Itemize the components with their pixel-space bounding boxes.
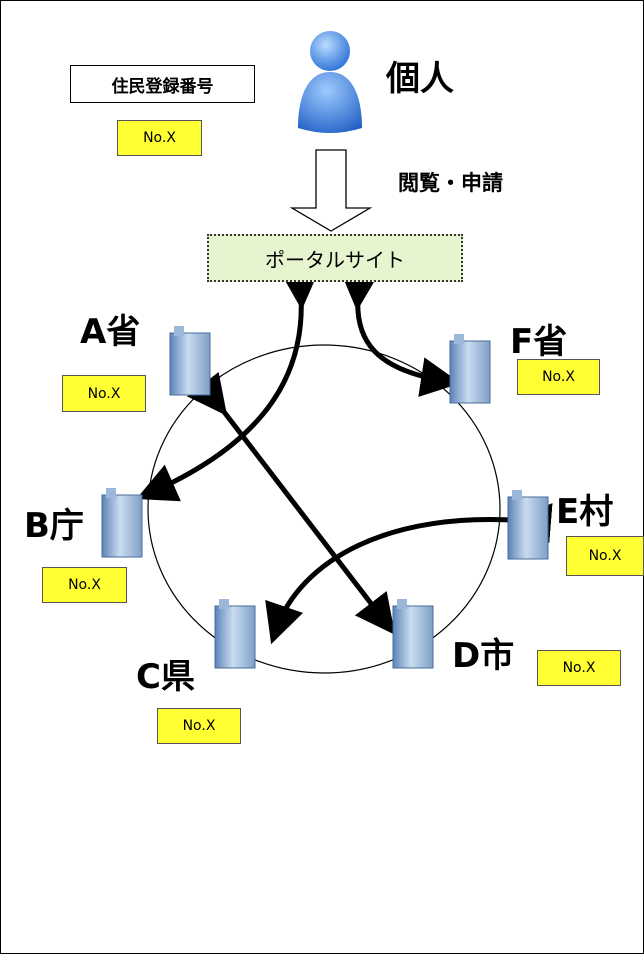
agency-c-label: C県 xyxy=(136,656,195,697)
agency-d-label: D市 xyxy=(452,635,515,676)
agency-c-id: No.X xyxy=(157,708,241,744)
agency-e-id: No.X xyxy=(566,536,644,576)
hollow-down-arrow xyxy=(289,149,373,232)
resident-id-value: No.X xyxy=(117,120,202,156)
agency-d-id: No.X xyxy=(537,650,621,686)
building-icon-c xyxy=(214,599,256,669)
agency-f-label: F省 xyxy=(510,321,568,362)
agency-b-id: No.X xyxy=(42,567,127,603)
building-icon-f xyxy=(449,334,491,404)
building-icon-e xyxy=(507,490,549,560)
arrow-e-c xyxy=(265,503,553,645)
arrow-portal-f xyxy=(339,269,461,397)
person-icon xyxy=(298,31,362,133)
agency-e-label: E村 xyxy=(556,491,614,532)
individual-label: 個人 xyxy=(386,58,454,99)
resident-id-label: 住民登録番号 xyxy=(70,65,255,103)
agency-b-label: B庁 xyxy=(24,505,84,546)
agency-a-id: No.X xyxy=(62,375,146,412)
arrow-a-d xyxy=(186,371,396,635)
portal-site-box[interactable]: ポータルサイト xyxy=(207,234,463,282)
agency-f-id: No.X xyxy=(517,359,600,395)
building-icon-a xyxy=(169,326,211,396)
connection-arrows xyxy=(136,268,553,645)
building-icon-d xyxy=(392,599,434,669)
agency-a-label: A省 xyxy=(80,311,141,352)
building-icon-b xyxy=(101,488,143,558)
action-label: 閲覧・申請 xyxy=(398,171,503,195)
